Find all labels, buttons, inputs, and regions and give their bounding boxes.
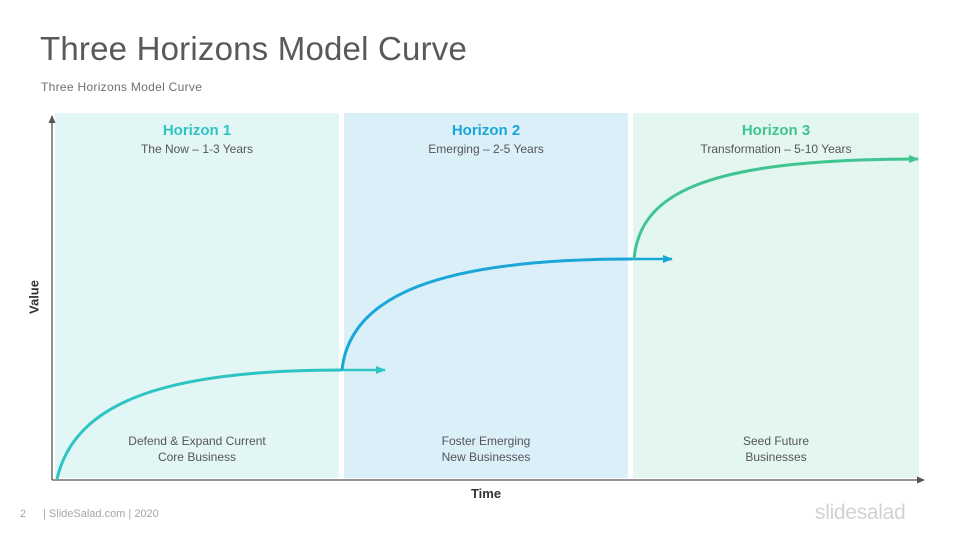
horizon-1-period: The Now – 1-3 Years [140, 142, 254, 156]
x-axis-label: Time [470, 486, 502, 501]
horizon-1-heading: Horizon 1 [162, 122, 232, 139]
horizon-3-description: Seed Future Businesses [633, 433, 919, 465]
horizon-3-period: Transformation – 5-10 Years [700, 142, 852, 156]
horizon-2-description: Foster Emerging New Businesses [344, 433, 628, 465]
horizon-3-description-line-2: Businesses [745, 450, 807, 464]
horizon-3-heading: Horizon 3 [741, 122, 811, 139]
horizon-1-description-line-1: Defend & Expand Current [128, 434, 266, 448]
horizon-2-description-line-1: Foster Emerging [441, 434, 531, 448]
horizon-2-curve [340, 257, 633, 371]
horizon-2-panel: Horizon 2 Emerging – 2-5 Years Foster Em… [344, 113, 628, 478]
slide-title: Three Horizons Model Curve [40, 30, 468, 67]
horizon-1-panel: Horizon 1 The Now – 1-3 Years Defend & E… [55, 113, 339, 478]
horizon-3-curve [632, 155, 919, 260]
horizon-2-heading: Horizon 2 [451, 122, 521, 139]
slide-subtitle: Three Horizons Model Curve [41, 80, 203, 94]
horizon-1-curve [55, 368, 343, 480]
horizon-2-description-line-2: New Businesses [441, 450, 531, 464]
page-number: 2 [20, 508, 27, 520]
footer-text: | SlideSalad.com | 2020 [43, 508, 159, 520]
horizon-1-description: Defend & Expand Current Core Business [55, 433, 339, 465]
slidesalad-logo: slidesalad [815, 501, 906, 524]
y-axis-label: Value [26, 280, 42, 314]
horizon-1-description-line-2: Core Business [157, 450, 237, 464]
horizon-3-description-line-1: Seed Future [742, 434, 810, 448]
horizon-2-period: Emerging – 2-5 Years [428, 142, 544, 156]
horizon-3-panel: Horizon 3 Transformation – 5-10 Years Se… [633, 113, 919, 478]
